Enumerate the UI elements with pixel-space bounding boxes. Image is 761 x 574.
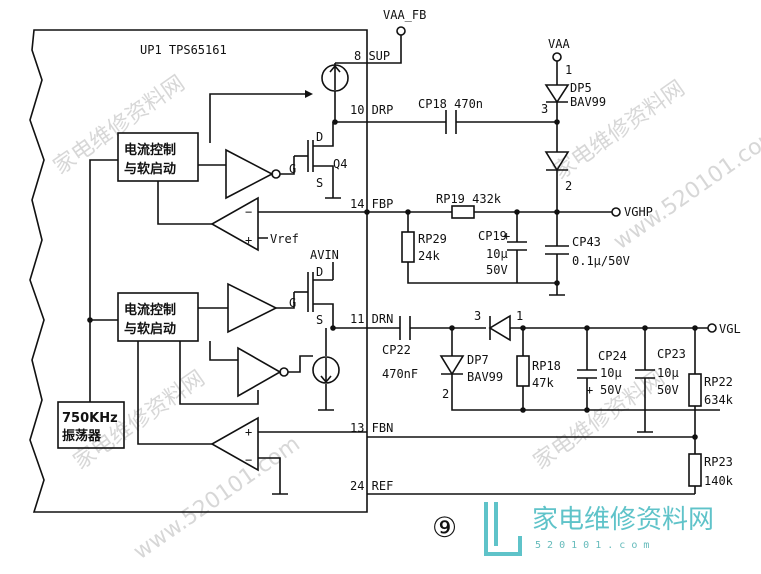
cp18-label: CP18 470n — [418, 97, 483, 111]
driver-buffer-top — [225, 148, 274, 200]
mosfet-gate-label: G — [289, 296, 296, 310]
dp5-pin1: 1 — [565, 63, 572, 77]
block-text: 振荡器 — [62, 428, 102, 444]
cp24-label: CP24 — [598, 349, 627, 363]
logo-text: 家电维修资料网 — [532, 505, 714, 535]
pin-ref: 24 REF — [350, 479, 393, 493]
cp23-label: CP23 — [657, 347, 686, 361]
pin-fbn: 13 FBN — [350, 421, 393, 435]
rp19-label: RP19 432k — [436, 192, 502, 206]
resistor-rp18 — [516, 355, 530, 387]
resistor-rp29 — [401, 231, 415, 263]
svg-text:+: + — [245, 233, 252, 247]
rp22-value: 634k — [704, 393, 734, 407]
dp7-pin3: 3 — [474, 309, 481, 323]
block-text: 与软启动 — [124, 321, 176, 337]
cp43-label: CP43 — [572, 235, 601, 249]
svg-text:+: + — [586, 383, 593, 397]
comparator-bottom — [237, 346, 282, 398]
terminal-vaa-fb — [396, 26, 406, 36]
cp22-label: CP22 — [382, 343, 411, 357]
diode-dp5: VAA 1 DP5 BAV99 3 2 — [541, 37, 606, 212]
pin-sup: 8 SUP — [354, 49, 390, 63]
rp23-value: 140k — [704, 474, 734, 488]
dp5-label: DP5 — [570, 81, 592, 95]
block-text: 750KHz — [62, 411, 118, 426]
pin-fbp: 14 FBP — [350, 197, 393, 211]
mosfet-q4: D G S Q4 — [289, 122, 347, 190]
rp23-label: RP23 — [704, 455, 733, 469]
rp22-label: RP22 — [704, 375, 733, 389]
dp5-type: BAV99 — [570, 95, 606, 109]
rp18-value: 47k — [532, 376, 554, 390]
cp19-label: CP19 — [478, 229, 507, 243]
block-oscillator — [57, 401, 125, 449]
watermark-text: www.520101.com — [609, 121, 761, 254]
watermark-logo: 家电维修资料网 5 2 0 1 0 1 . c o m — [484, 502, 714, 556]
svg-text:−: − — [245, 205, 252, 219]
block-text: 与软启动 — [124, 161, 176, 177]
svg-text:−: − — [245, 453, 252, 467]
cp22-value: 470nF — [382, 367, 418, 381]
rp18-label: RP18 — [532, 359, 561, 373]
cp23-val2: 50V — [657, 383, 679, 397]
pin-drp: 10 DRP — [350, 103, 393, 117]
q4-gate-label: G — [289, 162, 296, 176]
dp7-type: BAV99 — [467, 370, 503, 384]
net-vgl: VGL — [719, 322, 741, 336]
cp19-val2: 50V — [486, 263, 508, 277]
net-avin: AVIN — [310, 248, 339, 262]
watermark-text: www.520101.com — [129, 431, 305, 564]
q4-source-label: S — [316, 176, 323, 190]
logo-url: 5 2 0 1 0 1 . c o m — [535, 540, 649, 551]
cp24-val1: 10μ — [600, 366, 622, 380]
driver-buffer-bottom — [227, 282, 278, 334]
cp19-val1: 10μ — [486, 247, 508, 261]
diode-dp7: 3 1 DP7 BAV99 2 — [439, 309, 720, 411]
error-amp-top — [210, 196, 259, 252]
rp29-value: 24k — [418, 249, 440, 263]
svg-text:+: + — [503, 229, 510, 243]
mosfet-drain-label: D — [316, 265, 323, 279]
net-vaa-fb: VAA_FB — [383, 8, 426, 22]
dp5-pin2: 2 — [565, 179, 572, 193]
ic-label: UP1 TPS65161 — [140, 43, 227, 57]
pin-drn: 11 DRN — [350, 312, 393, 326]
q4-label: Q4 — [333, 157, 347, 171]
dp7-pin1: 1 — [516, 309, 523, 323]
resistor-rp19 — [451, 205, 475, 219]
mosfet-source-label: S — [316, 313, 323, 327]
q4-drain-label: D — [316, 130, 323, 144]
cp43-value: 0.1μ/50V — [572, 254, 630, 268]
block-text: 电流控制 — [124, 302, 176, 318]
terminal-vgl — [707, 323, 717, 333]
net-vref: Vref — [270, 232, 299, 246]
ic-body-outline — [29, 29, 368, 513]
dp7-pin2: 2 — [442, 387, 449, 401]
dp7-label: DP7 — [467, 353, 489, 367]
net-vghp: VGHP — [624, 205, 653, 219]
cp24-val2: 50V — [600, 383, 622, 397]
net-vaa: VAA — [548, 37, 570, 51]
resistor-rp23 — [688, 453, 702, 487]
figure-number: ⑨ — [432, 511, 457, 544]
resistor-rp22 — [688, 373, 702, 407]
rp29-label: RP29 — [418, 232, 447, 246]
terminal-vghp — [611, 207, 621, 217]
mosfet-bottom: D G S — [289, 262, 334, 328]
error-amp-fbn — [210, 416, 259, 472]
block-current-control-bottom — [117, 292, 199, 342]
dp5-pin3: 3 — [541, 102, 548, 116]
block-text: 电流控制 — [124, 142, 176, 158]
svg-text:+: + — [245, 425, 252, 439]
cp23-val1: 10μ — [657, 366, 679, 380]
